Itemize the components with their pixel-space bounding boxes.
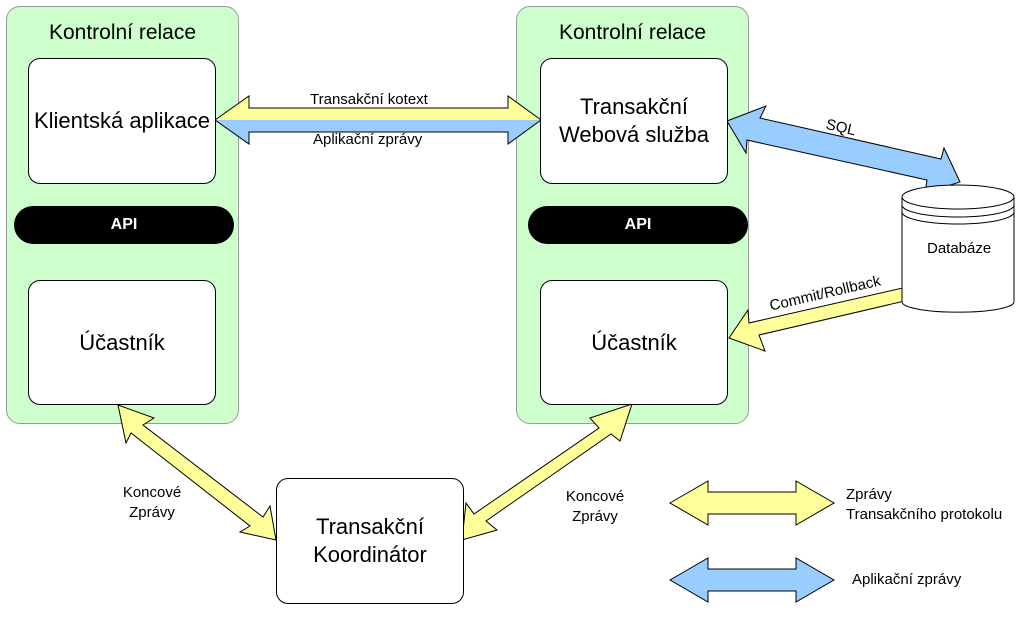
client-application-box: Klientská aplikace xyxy=(28,58,216,184)
transaction-web-service-box: Transakční Webová služba xyxy=(540,58,728,184)
right-participant-box: Účastník xyxy=(540,280,728,405)
left-session-title: Kontrolní relace xyxy=(48,21,197,44)
coordinator-label-line1: Transakční xyxy=(315,514,424,539)
legend-protocol-line2: Transakčního protokolu xyxy=(846,506,1003,523)
legend-app-label: Aplikační zprávy xyxy=(852,571,962,588)
web-service-label-line1: Transakční xyxy=(579,94,688,119)
web-service-label-line2: Webová služba xyxy=(558,122,709,147)
right-end-messages-label: Koncové Zprávy xyxy=(555,487,635,527)
left-end-line1: Koncové xyxy=(122,484,182,501)
transaction-coordinator-box: Transakční Koordinátor xyxy=(276,478,464,604)
sql-arrow xyxy=(726,105,961,194)
legend-protocol-line1: Zprávy xyxy=(846,486,892,503)
transaction-context-label: Transakční kotext xyxy=(310,91,428,108)
left-participant-label: Účastník xyxy=(79,329,165,355)
right-api-label: API xyxy=(624,216,652,233)
left-end-messages-label: Koncové Zprávy xyxy=(112,483,192,523)
right-end-line2: Zprávy xyxy=(572,508,618,525)
legend-protocol-arrow xyxy=(669,480,835,526)
legend-protocol-label: Zprávy Transakčního protokolu xyxy=(846,485,1002,525)
right-api-bar: API xyxy=(528,206,748,244)
right-session-title: Kontrolní relace xyxy=(558,21,707,44)
left-end-line2: Zprávy xyxy=(129,504,175,521)
coordinator-label-line2: Koordinátor xyxy=(313,542,427,567)
database-label: Databáze xyxy=(927,240,992,257)
left-api-label: API xyxy=(110,216,138,233)
legend-app-arrow xyxy=(669,557,835,603)
client-application-label: Klientská aplikace xyxy=(33,108,211,133)
database-cylinder xyxy=(901,184,1015,313)
left-participant-box: Účastník xyxy=(28,280,216,405)
app-messages-label: Aplikační zprávy xyxy=(313,131,423,148)
right-participant-label: Účastník xyxy=(591,329,677,355)
left-api-bar: API xyxy=(14,206,234,244)
right-end-line1: Koncové xyxy=(565,488,625,505)
